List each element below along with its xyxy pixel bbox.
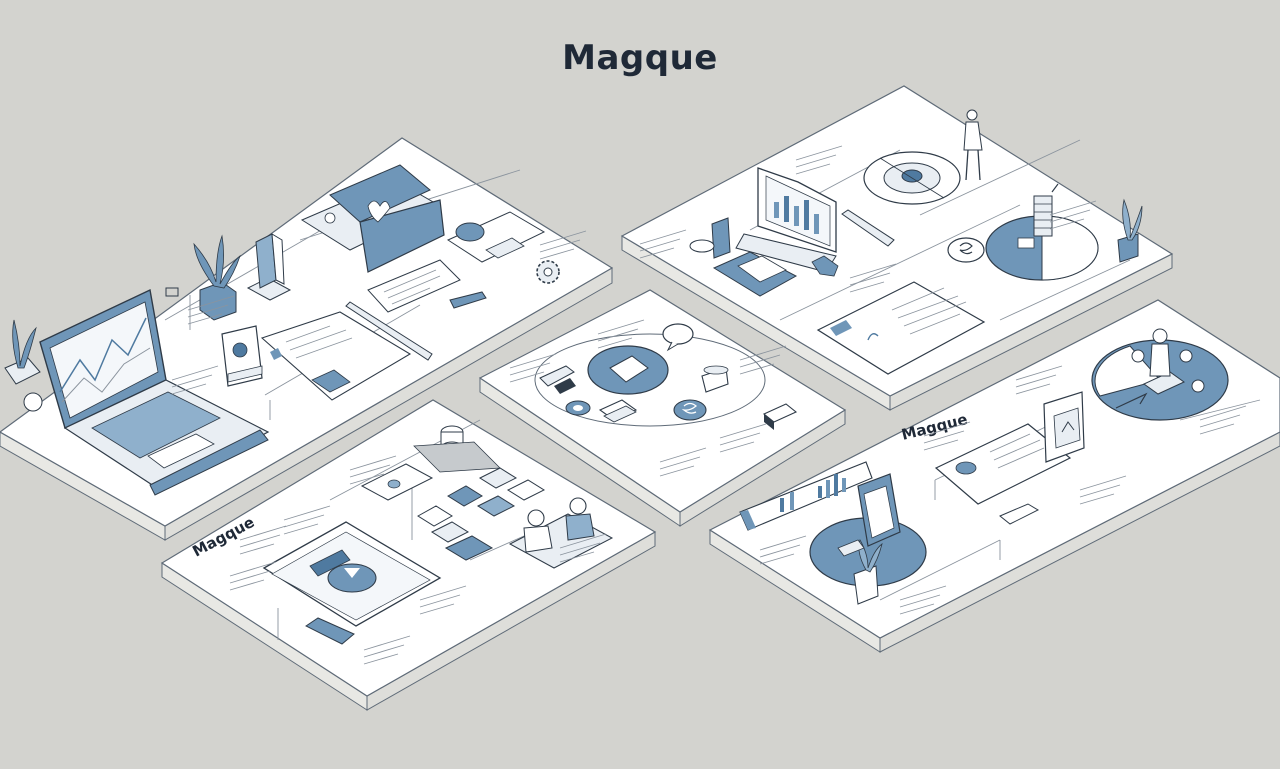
pill-button-icon [305, 617, 355, 645]
pencil-icon [345, 291, 487, 361]
panel-top-left [0, 137, 614, 541]
plant-icon [4, 319, 43, 412]
photo-frame-icon [221, 325, 263, 387]
center-hub-icon [587, 345, 669, 395]
small-label-glyph [165, 287, 179, 297]
target-donut-icon [863, 151, 961, 205]
book-node-icon [598, 399, 638, 423]
laptop-chart-icon [39, 288, 270, 496]
bar-chart-monitor-icon [735, 167, 837, 273]
cup-node-icon [701, 365, 729, 393]
folder-graphic-icon [300, 164, 445, 273]
device-tower-icon [246, 233, 292, 301]
document-card-icon [367, 259, 461, 313]
search-card-icon [446, 211, 546, 263]
report-document-icon [816, 281, 986, 375]
pie-chart-screen-icon [262, 521, 442, 627]
panel-top-right [620, 85, 1174, 411]
tile-grid-icon [417, 467, 546, 561]
person-standing-icon [963, 109, 983, 181]
panel-center [478, 289, 847, 527]
bar-chart-strip-icon [739, 461, 873, 531]
panel-bottom-right: Magque [708, 299, 1280, 653]
pie-disk-coin-stack-icon [985, 183, 1099, 281]
image-panel-icon [360, 441, 501, 501]
info-card-icon [260, 311, 412, 401]
currency-circle-icon [947, 237, 985, 263]
pencil-icon-right [841, 209, 895, 247]
people-working-icon [508, 497, 614, 569]
plant-icon-right [1117, 198, 1143, 263]
ring-node-icon [565, 400, 591, 416]
tablet-device-icon [712, 251, 839, 297]
gear-icon [536, 260, 560, 284]
dollar-node-icon [673, 399, 707, 421]
tool-icon [539, 365, 576, 394]
speech-bubble-icon [662, 323, 694, 352]
panel-bottom-left: Magque [160, 399, 657, 711]
disk-plant-tablet-icon [809, 473, 927, 605]
cup-icon [689, 217, 731, 259]
page-title: Magque [562, 38, 718, 78]
easel-board-icon [1043, 391, 1085, 463]
team-disk-icon [1091, 328, 1229, 421]
box-node-icon [762, 403, 798, 430]
profile-document-icon [934, 423, 1072, 525]
